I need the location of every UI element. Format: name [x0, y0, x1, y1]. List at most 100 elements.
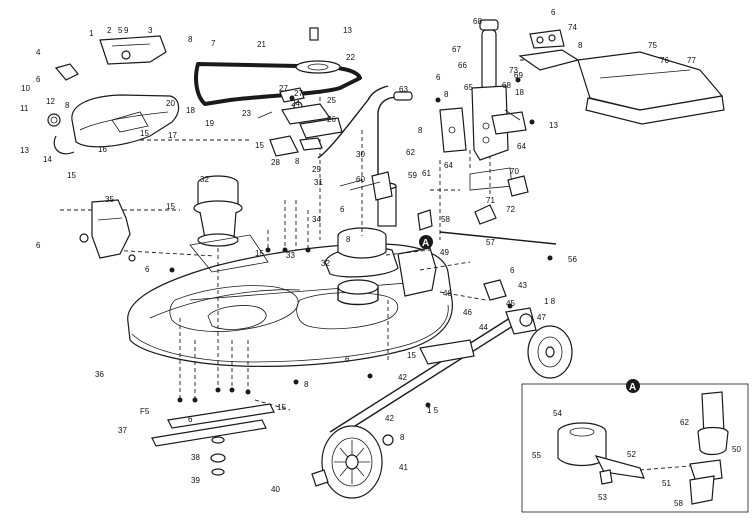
callout-14: 14 [43, 155, 52, 164]
callout-57: 57 [486, 238, 495, 247]
callout-27a: 27 [279, 84, 288, 93]
callout-55: 55 [532, 451, 541, 460]
callout-65: 65 [464, 83, 473, 92]
hardware-fasteners [169, 77, 553, 408]
callout-18: 18 [186, 106, 195, 115]
callout-6e: 6 [36, 241, 41, 250]
callout-67: 67 [452, 45, 461, 54]
callout-20: 20 [166, 99, 175, 108]
callout-8c: 8 [295, 157, 300, 166]
callout-31: 31 [314, 178, 323, 187]
front-baffle-assembly [518, 29, 725, 125]
callout-8g: 8 [346, 235, 351, 244]
callout-15b: 15 [140, 129, 149, 138]
callout-23: 23 [242, 109, 251, 118]
callout-12: 12 [46, 97, 55, 106]
callout-13c: 13 [549, 121, 558, 130]
callout-60: 60 [356, 175, 365, 184]
callout-34: 34 [312, 215, 321, 224]
callout-1: 1 [89, 29, 94, 38]
callout-30: 30 [356, 150, 365, 159]
callout-15d: 15 [166, 202, 175, 211]
callout-F5: F5 [140, 407, 150, 416]
mower-deck-housing [127, 243, 453, 367]
callout-3: 3 [148, 26, 153, 35]
part-number-callouts: 4 1 2 5 9 3 8 7 21 13 22 6 10 12 11 8 13… [20, 8, 741, 508]
callout-5: 5 [118, 26, 123, 35]
callout-47: 47 [537, 313, 546, 322]
callout-52: 52 [627, 450, 636, 459]
callout-18b: 1 8 [544, 297, 556, 306]
detail-a-marker-inset: A [626, 379, 640, 393]
callout-15h: 1 5 [427, 406, 439, 415]
callout-15c: 15 [255, 141, 264, 150]
callout-6f: 6 [145, 265, 150, 274]
callout-64b: 64 [517, 142, 526, 151]
callout-63: 63 [399, 85, 408, 94]
detail-a-label-main: A [422, 238, 429, 249]
callout-38: 38 [191, 453, 200, 462]
callout-6i: 6 [345, 355, 350, 364]
callout-61: 61 [422, 169, 431, 178]
callout-71: 71 [486, 196, 495, 205]
callout-49: 49 [440, 248, 449, 257]
detail-a-marker-main: A [419, 235, 433, 249]
callout-42b: 42 [385, 414, 394, 423]
callout-74: 74 [568, 23, 577, 32]
callout-73: 73 [509, 66, 518, 75]
callout-75: 75 [648, 41, 657, 50]
callout-45: 45 [506, 299, 515, 308]
callout-33: 33 [286, 251, 295, 260]
callout-16: 16 [98, 145, 107, 154]
callout-64a: 64 [444, 161, 453, 170]
callout-68: 68 [473, 17, 482, 26]
callout-18c: 18 [515, 88, 524, 97]
belt-guard-assembly [47, 35, 180, 155]
left-spindle-assembly [189, 175, 269, 273]
callout-8e: 8 [444, 90, 449, 99]
callout-13: 13 [343, 26, 352, 35]
callout-41: 41 [399, 463, 408, 472]
callout-35: 35 [105, 195, 114, 204]
callout-8f: 8 [578, 41, 583, 50]
callout-40: 40 [271, 485, 280, 494]
left-gauge-wheel [321, 425, 383, 499]
callout-6d: 6 [510, 266, 515, 275]
callout-59: 59 [408, 171, 417, 180]
left-caster-bracket [79, 199, 136, 262]
callout-27b: 27 [294, 89, 303, 98]
callout-56: 56 [568, 255, 577, 264]
callout-19: 19 [205, 119, 214, 128]
callout-58b: 58 [674, 499, 683, 508]
callout-50: 50 [732, 445, 741, 454]
callout-8: 8 [188, 35, 193, 44]
callout-58: 58 [441, 215, 450, 224]
callout-7: 7 [211, 39, 216, 48]
detail-a-label-inset: A [629, 382, 636, 393]
front-axle-assembly [329, 307, 537, 439]
callout-32a: 32 [200, 175, 209, 184]
callout-6b: 6 [436, 73, 441, 82]
callout-2: 2 [107, 26, 112, 35]
callout-10: 10 [21, 84, 30, 93]
callout-39: 39 [191, 476, 200, 485]
callout-37: 37 [118, 426, 127, 435]
idler-arm-parts [257, 27, 389, 159]
callout-77: 77 [687, 56, 696, 65]
callout-26: 26 [327, 115, 336, 124]
callout-8b: 8 [65, 101, 70, 110]
callout-44: 44 [479, 323, 488, 332]
rear-bracket-assembly [439, 175, 557, 301]
callout-53: 53 [598, 493, 607, 502]
callout-17: 17 [168, 131, 177, 140]
callout-13b: 13 [20, 146, 29, 155]
lift-link-assembly [439, 19, 527, 191]
callout-8i: 8 [400, 433, 405, 442]
callout-28: 28 [271, 158, 280, 167]
callout-21: 21 [257, 40, 266, 49]
callout-62: 62 [406, 148, 415, 157]
detail-a-inset [521, 383, 749, 513]
callout-46: 46 [463, 308, 472, 317]
callout-43: 43 [518, 281, 527, 290]
